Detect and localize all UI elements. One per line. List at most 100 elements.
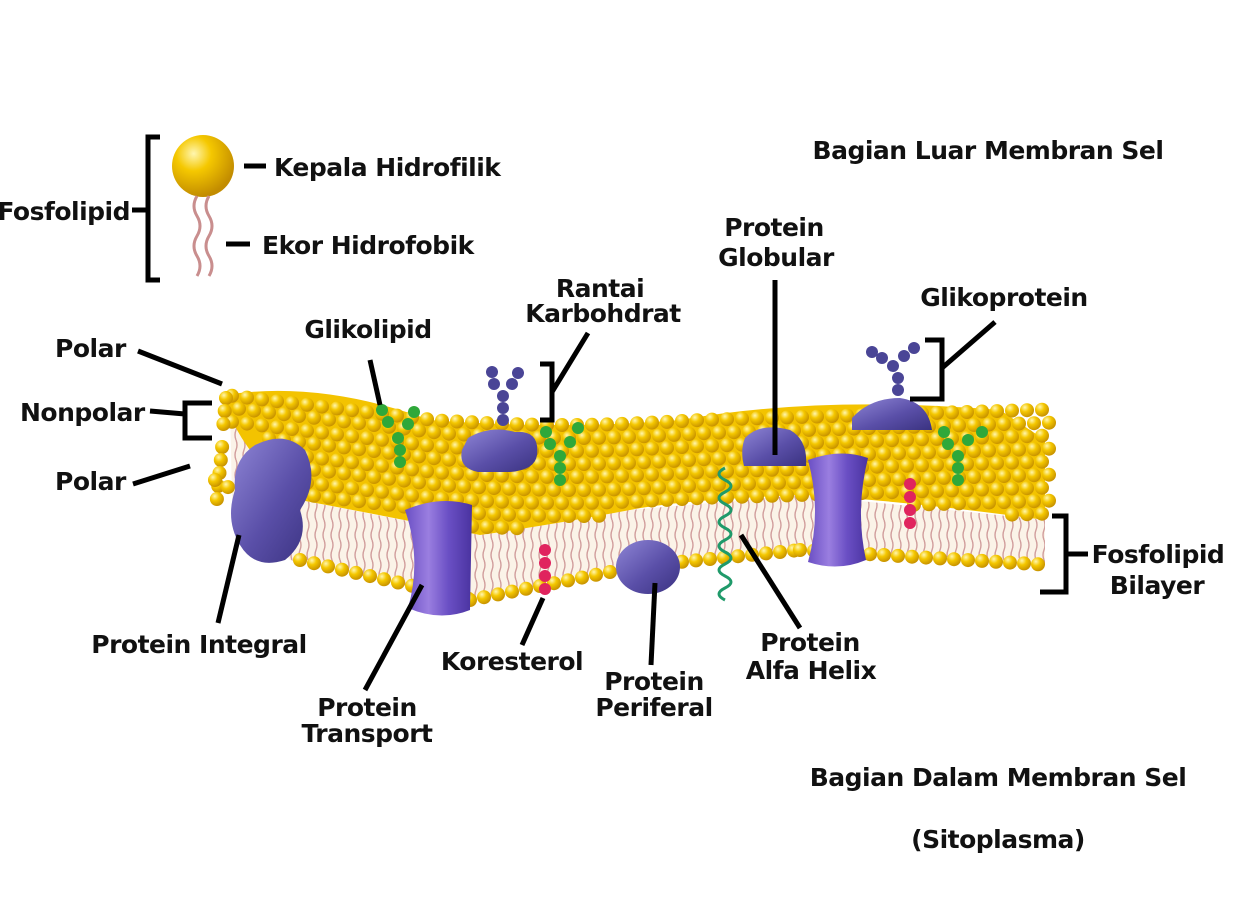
phospholipid-head-icon: [375, 458, 389, 473]
phospholipid-head-icon: [630, 416, 644, 431]
phospholipid-head-icon: [870, 485, 884, 500]
phospholipid-head-icon: [562, 509, 576, 523]
phospholipid-head-icon: [990, 430, 1004, 445]
phospholipid-head-icon: [480, 416, 494, 431]
phospholipid-head-icon: [577, 509, 591, 523]
phospholipid-head-icon: [442, 452, 456, 467]
phospholipid-head-icon: [793, 543, 807, 557]
phospholipid-head-icon: [615, 416, 629, 431]
label-nonpolar: Nonpolar: [20, 398, 146, 427]
phospholipid-head-icon: [870, 433, 884, 448]
label-karbohdrat: Karbohdrat: [525, 299, 681, 328]
phospholipid-head-icon: [505, 584, 519, 599]
phospholipid-head-icon: [937, 470, 951, 485]
phospholipid-head-icon: [315, 425, 329, 440]
phospholipid-head-icon: [405, 488, 419, 503]
phospholipid-head-icon: [457, 427, 471, 442]
phospholipid-head-icon: [412, 449, 426, 464]
phospholipid-head-icon: [495, 494, 509, 509]
phospholipid-head-icon: [907, 445, 921, 460]
phospholipid-head-icon: [863, 547, 877, 562]
legend-bracket: [145, 134, 160, 283]
phospholipid-head-icon: [712, 425, 726, 440]
phospholipid-head-icon: [405, 436, 419, 451]
phospholipid-head-icon: [367, 444, 381, 458]
phospholipid-head-icon: [1031, 557, 1045, 572]
pointer-lines: [132, 280, 1088, 692]
label-protein-transport-2: Transport: [301, 719, 433, 748]
phospholipid-head-icon: [315, 399, 329, 414]
phospholipid-head-icon: [255, 418, 269, 433]
phospholipid-head-icon: [377, 572, 391, 587]
phospholipid-head-icon: [967, 470, 981, 484]
phospholipid-head-icon: [1005, 507, 1019, 522]
phospholipid-head-icon: [349, 565, 363, 580]
phospholipid-head-icon: [877, 446, 891, 461]
phospholipid-head-icon: [637, 455, 651, 470]
phospholipid-head-icon: [337, 440, 351, 455]
phospholipid-head-icon: [802, 422, 816, 437]
phospholipid-head-icon: [592, 456, 606, 471]
phospholipid-head-icon: [607, 456, 621, 471]
phospholipid-head-icon: [660, 440, 674, 455]
phospholipid-head-icon: [982, 469, 996, 484]
phospholipid-head-icon: [360, 483, 374, 497]
phospholipid-head-icon: [1042, 467, 1056, 482]
label-protein-periferal-2: Periferal: [595, 693, 712, 722]
phospholipid-head-icon: [885, 485, 899, 500]
alpha-helix: [717, 466, 733, 602]
phospholipid-head-icon: [442, 478, 456, 493]
phospholipid-head-icon: [862, 473, 876, 488]
phospholipid-head-icon: [615, 442, 629, 457]
phospholipid-head-icon: [705, 464, 719, 479]
phospholipid-head-icon: [750, 463, 764, 478]
phospholipid-head-icon: [555, 496, 569, 510]
phospholipid-head-icon: [891, 548, 905, 563]
phospholipid-head-icon: [561, 573, 575, 588]
phospholipid-head-icon: [352, 416, 366, 431]
phospholipid-head-icon: [600, 443, 614, 458]
label-fosfolipid: Fosfolipid: [0, 197, 130, 226]
label-sitoplasma: (Sitoplasma): [911, 825, 1085, 854]
phospholipid-head-icon: [675, 466, 689, 480]
phospholipid-head-icon: [982, 443, 996, 458]
legend-head-icon: [172, 135, 234, 197]
phospholipid-head-icon: [472, 506, 486, 521]
phospholipid-head-icon: [589, 567, 603, 582]
phospholipid-head-icon: [337, 466, 351, 481]
phospholipid-head-icon: [690, 491, 704, 506]
phospholipid-head-icon: [472, 480, 486, 495]
phospholipid-head-icon: [517, 508, 531, 523]
phospholipid-head-icon: [697, 452, 711, 467]
label-fosfolipid-bilayer-2: Bilayer: [1110, 571, 1206, 600]
phospholipid-head-icon: [221, 480, 235, 495]
phospholipid-head-icon: [255, 392, 269, 407]
phospholipid-head-icon: [645, 415, 659, 430]
phospholipid-head-icon: [997, 443, 1011, 458]
phospholipid-head-icon: [825, 409, 839, 423]
phospholipid-head-icon: [487, 507, 501, 522]
protein-glycoprotein-base: [852, 398, 932, 430]
phospholipid-head-icon: [219, 391, 233, 405]
phospholipid-head-icon: [997, 469, 1011, 484]
phospholipid-head-icon: [922, 445, 936, 460]
phospholipid-head-icon: [1042, 415, 1056, 430]
phospholipid-head-icon: [585, 469, 599, 484]
phospholipid-head-icon: [773, 545, 787, 559]
phospholipid-head-icon: [525, 469, 539, 484]
phospholipid-head-icon: [622, 481, 636, 496]
phospholipid-head-icon: [510, 495, 524, 510]
phospholipid-head-icon: [690, 439, 704, 454]
phospholipid-head-icon: [997, 495, 1011, 510]
phospholipid-head-icon: [450, 466, 464, 481]
phospholipid-head-icon: [519, 581, 533, 596]
phospholipid-head-icon: [720, 412, 734, 427]
phospholipid-head-icon: [1027, 416, 1041, 431]
phospholipid-head-icon: [712, 451, 726, 466]
phospholipid-head-icon: [1020, 403, 1034, 418]
phospholipid-head-icon: [930, 457, 944, 472]
cholesterol-1: [539, 544, 551, 595]
phospholipid-head-icon: [495, 468, 509, 483]
phospholipid-head-icon: [322, 490, 336, 505]
phospholipid-head-icon: [450, 414, 464, 429]
